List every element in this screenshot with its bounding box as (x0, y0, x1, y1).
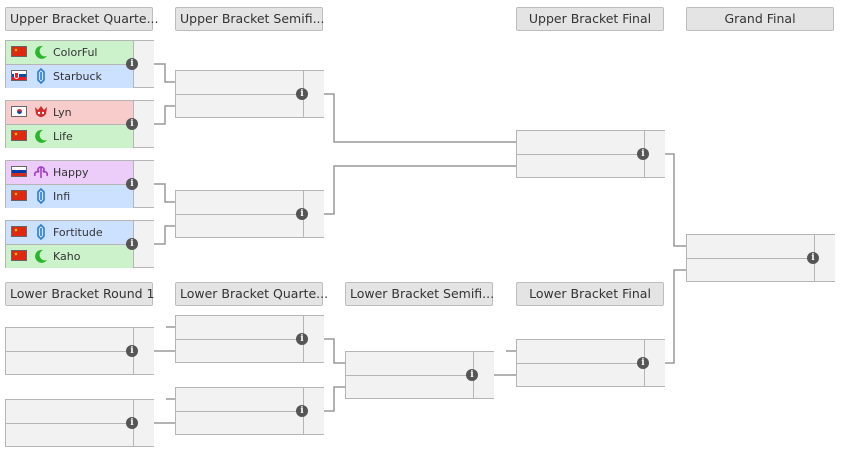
header-grand-final: Grand Final (686, 7, 834, 31)
player-slot-empty[interactable] (176, 95, 303, 118)
match-upper-semifinal-1[interactable] (175, 70, 324, 118)
china-flag-icon (11, 250, 27, 261)
match-info-icon[interactable]: i (126, 178, 138, 190)
player-slot[interactable]: Kaho (6, 245, 133, 268)
header-upper-final: Upper Bracket Final (516, 7, 664, 31)
match-info-icon[interactable]: i (126, 118, 138, 130)
player-slot-empty[interactable] (517, 340, 644, 364)
undead-icon (33, 166, 49, 178)
player-slot-empty[interactable] (687, 235, 814, 259)
china-flag-icon (11, 130, 27, 141)
random-icon (35, 106, 47, 117)
match-info-icon[interactable]: i (126, 345, 138, 357)
match-info-icon[interactable]: i (296, 333, 308, 345)
header-lower-semifinals: Lower Bracket Semifi... (345, 282, 494, 306)
player-name: Life (53, 130, 73, 143)
player-slot-empty[interactable] (346, 352, 473, 376)
player-slot-empty[interactable] (176, 215, 303, 238)
korea-flag-icon (11, 106, 27, 117)
player-slot-empty[interactable] (6, 400, 133, 424)
player-slot-empty[interactable] (176, 412, 303, 435)
header-lower-round-1: Lower Bracket Round 1 (5, 282, 155, 306)
header-lower-final: Lower Bracket Final (516, 282, 664, 306)
match-info-icon[interactable]: i (126, 58, 138, 70)
player-slot-empty[interactable] (687, 259, 814, 282)
player-slot-empty[interactable] (6, 424, 133, 447)
header-lower-quarterfinals: Lower Bracket Quarte... (175, 282, 328, 306)
player-name: Lyn (53, 106, 72, 119)
match-info-icon[interactable]: i (126, 417, 138, 429)
match-info-icon[interactable]: i (466, 369, 478, 381)
header-upper-quarterfinals: Upper Bracket Quarte... (5, 7, 159, 31)
match-upper-quarterfinal-1[interactable]: ColorFul Starbuck (5, 40, 154, 88)
zerg-icon (35, 249, 47, 263)
player-name: ColorFul (53, 46, 98, 59)
player-slot[interactable]: Starbuck (6, 65, 133, 88)
player-slot[interactable]: Lyn (6, 101, 133, 125)
zerg-icon (35, 45, 47, 59)
player-slot[interactable]: Life (6, 125, 133, 148)
player-slot-empty[interactable] (176, 316, 303, 340)
player-name: Happy (53, 166, 89, 179)
china-flag-icon (11, 190, 27, 201)
protoss-icon (37, 187, 45, 205)
china-flag-icon (11, 46, 27, 57)
player-name: Fortitude (53, 226, 103, 239)
player-slot[interactable]: ColorFul (6, 41, 133, 65)
player-slot-empty[interactable] (176, 191, 303, 215)
match-info-icon[interactable]: i (296, 405, 308, 417)
match-upper-quarterfinal-4[interactable]: Fortitude Kaho (5, 220, 154, 268)
player-name: Infi (53, 190, 71, 203)
player-name: Starbuck (53, 70, 102, 83)
player-slot-empty[interactable] (346, 376, 473, 399)
protoss-icon (37, 223, 45, 241)
player-slot-empty[interactable] (517, 155, 644, 178)
player-slot-empty[interactable] (6, 328, 133, 352)
match-info-icon[interactable]: i (296, 88, 308, 100)
slovakia-flag-icon (11, 70, 27, 81)
player-slot-empty[interactable] (176, 340, 303, 363)
player-slot-empty[interactable] (6, 352, 133, 375)
match-info-icon[interactable]: i (637, 357, 649, 369)
player-slot-empty[interactable] (517, 131, 644, 155)
header-upper-semifinals: Upper Bracket Semifi... (175, 7, 325, 31)
player-slot[interactable]: Fortitude (6, 221, 133, 245)
match-lower-semifinal[interactable] (345, 351, 494, 399)
china-flag-icon (11, 226, 27, 237)
player-slot-empty[interactable] (176, 71, 303, 95)
player-name: Kaho (53, 250, 81, 263)
player-slot[interactable]: Happy (6, 161, 133, 185)
match-info-icon[interactable]: i (807, 252, 819, 264)
match-info-icon[interactable]: i (637, 148, 649, 160)
match-info-icon[interactable]: i (296, 208, 308, 220)
match-info-icon[interactable]: i (126, 238, 138, 250)
player-slot-empty[interactable] (176, 388, 303, 412)
protoss-icon (37, 67, 45, 85)
player-slot-empty[interactable] (517, 364, 644, 387)
zerg-icon (35, 129, 47, 143)
russia-flag-icon (11, 166, 27, 177)
player-slot[interactable]: Infi (6, 185, 133, 208)
